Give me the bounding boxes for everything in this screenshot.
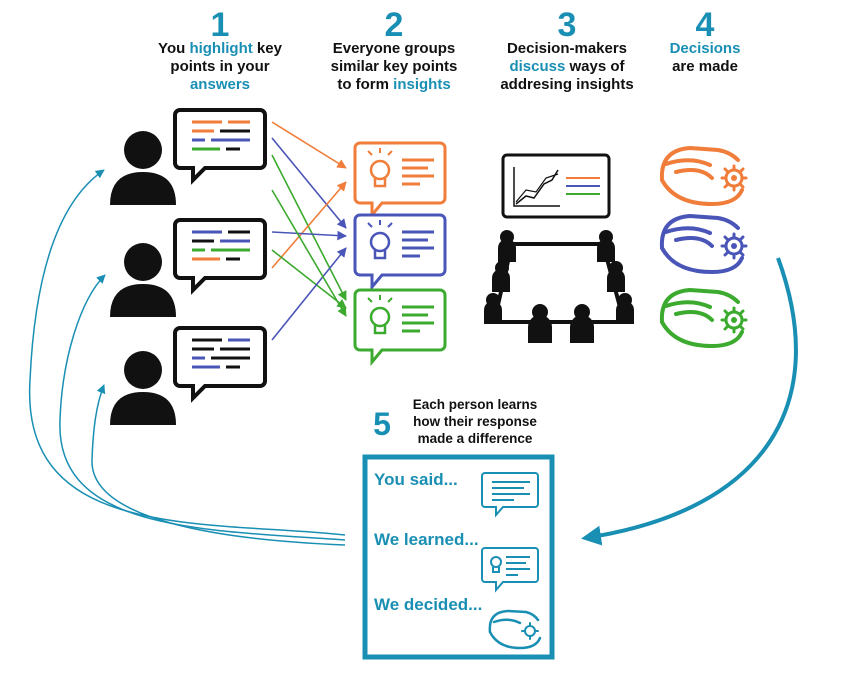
step-1-number: 1 bbox=[210, 6, 230, 44]
hand-gear-icon bbox=[659, 287, 748, 349]
lightbulb-bubble-icon bbox=[353, 213, 447, 292]
caption-text: key bbox=[252, 40, 282, 57]
person-icon bbox=[110, 351, 176, 425]
step-5-number: 5 bbox=[373, 406, 391, 442]
grouping-arrows bbox=[271, 121, 347, 341]
person-icon bbox=[110, 131, 176, 205]
caption-text: addresing insights bbox=[500, 76, 634, 93]
speech-bubble-icon bbox=[173, 218, 267, 295]
hand-gear-icon bbox=[659, 213, 748, 275]
caption-text: points in your bbox=[170, 58, 270, 75]
lightbulb-bubble-icon bbox=[353, 141, 447, 220]
lightbulb-bubble-icon bbox=[353, 288, 447, 367]
caption-highlight: highlight bbox=[189, 40, 253, 57]
caption-text: Everyone groups bbox=[332, 40, 456, 57]
person-icon bbox=[110, 243, 176, 317]
caption-highlight: answers bbox=[189, 76, 251, 93]
step-5-caption-line-3: made a difference bbox=[417, 431, 533, 446]
doc-we-decided: We decided... bbox=[374, 595, 483, 614]
step-4-number: 4 bbox=[695, 6, 715, 44]
step-5-caption-line-2: how their response bbox=[413, 414, 537, 429]
caption-text: to form bbox=[337, 76, 394, 93]
step-3-number: 3 bbox=[557, 6, 577, 44]
meeting-table-icon bbox=[484, 230, 634, 343]
step-5-caption-line-1: Each person learns bbox=[412, 397, 538, 412]
caption-text: similar key points bbox=[330, 58, 458, 75]
caption-text: ways of bbox=[565, 58, 625, 75]
feedback-arrows bbox=[29, 169, 346, 546]
speech-bubble-icon bbox=[173, 108, 267, 185]
doc-we-learned: We learned... bbox=[374, 530, 479, 549]
speech-bubble-icon bbox=[173, 326, 267, 403]
caption-highlight: Decisions bbox=[669, 40, 741, 57]
caption-text: Decision-makers bbox=[506, 40, 628, 57]
caption-text: You bbox=[158, 40, 190, 57]
document-icon bbox=[362, 454, 555, 660]
caption-highlight: insights bbox=[393, 76, 451, 93]
caption-text: are made bbox=[672, 58, 738, 75]
return-arrow bbox=[581, 257, 798, 546]
caption-highlight: discuss bbox=[509, 58, 566, 75]
chart-board-icon bbox=[501, 153, 611, 219]
doc-you-said: You said... bbox=[374, 470, 458, 489]
hand-gear-icon bbox=[659, 145, 748, 207]
step-2-number: 2 bbox=[384, 6, 404, 44]
